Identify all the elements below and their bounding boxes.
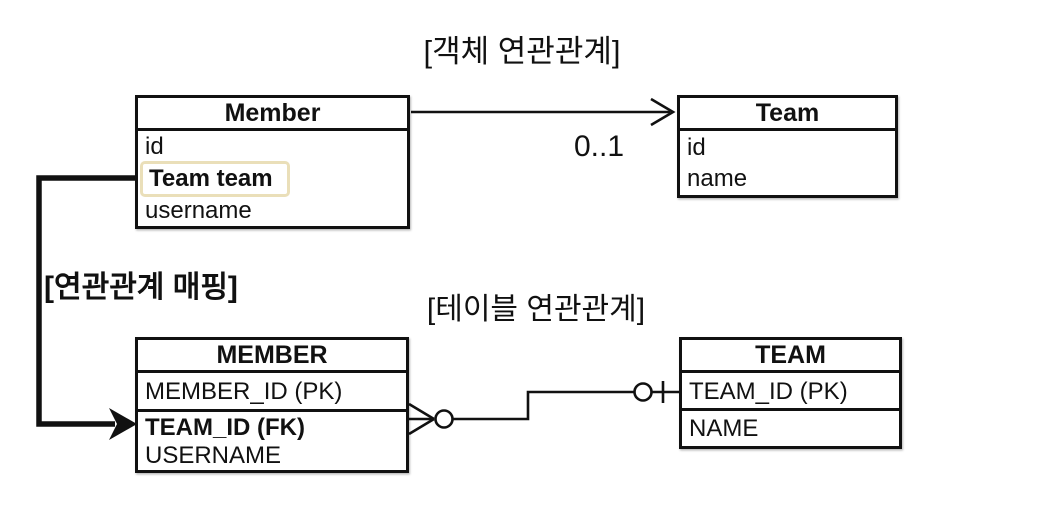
table-association-connector xyxy=(408,381,679,436)
team-table-box: TEAM TEAM_ID (PK) NAME xyxy=(679,337,902,449)
crows-foot-many-icon xyxy=(408,402,454,436)
member-field-username: username xyxy=(145,197,252,224)
multiplicity-label: 0..1 xyxy=(573,130,625,163)
member-class-title: Member xyxy=(138,98,407,131)
team-column-name: NAME xyxy=(689,415,759,442)
member-field-team-highlight: Team team xyxy=(140,161,290,197)
member-field-team-row: Team team xyxy=(138,160,407,197)
member-table-box: MEMBER MEMBER_ID (PK) TEAM_ID (FK) USERN… xyxy=(135,337,409,473)
team-table-title: TEAM xyxy=(682,340,899,373)
team-class-box: Team id name xyxy=(677,95,898,198)
team-field-name: name xyxy=(687,165,748,192)
member-class-box: Member id Team team username xyxy=(135,95,410,229)
object-relation-title: [객체 연관관계] xyxy=(423,34,621,69)
member-column-team-id: TEAM_ID (FK) xyxy=(145,414,305,441)
mapping-title: [연관관계 매핑] xyxy=(44,271,238,304)
team-field-id: id xyxy=(687,134,706,161)
member-table-title: MEMBER xyxy=(138,340,406,373)
mapping-arrow xyxy=(36,175,137,440)
solid-arrowhead-icon xyxy=(109,408,137,440)
member-column-username: USERNAME xyxy=(145,442,282,469)
member-field-id: id xyxy=(145,133,164,160)
table-relation-title: [테이블 연관관계] xyxy=(426,293,646,326)
team-class-title: Team xyxy=(680,98,895,131)
zero-or-one-icon xyxy=(633,381,679,403)
open-arrowhead-icon xyxy=(650,97,676,127)
team-column-team-id: TEAM_ID (PK) xyxy=(682,373,899,411)
member-column-member-id: MEMBER_ID (PK) xyxy=(138,373,406,412)
object-association-arrow xyxy=(411,97,676,127)
